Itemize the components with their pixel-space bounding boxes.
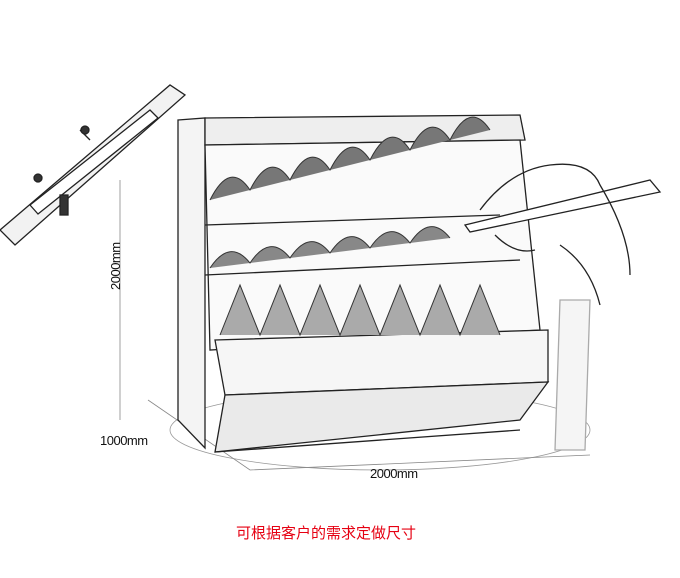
custom-size-caption: 可根据客户的需求定做尺寸 xyxy=(236,525,417,542)
depth-dimension: 1000mm xyxy=(100,433,148,448)
produce xyxy=(209,116,501,337)
width-dimension: 2000mm xyxy=(370,466,418,481)
hand-pencil-icon xyxy=(463,163,662,306)
ruler-icon xyxy=(554,299,591,451)
height-dimension: 2000mm xyxy=(108,242,123,290)
display-cabinet xyxy=(177,114,550,453)
caliper-icon xyxy=(0,84,187,246)
